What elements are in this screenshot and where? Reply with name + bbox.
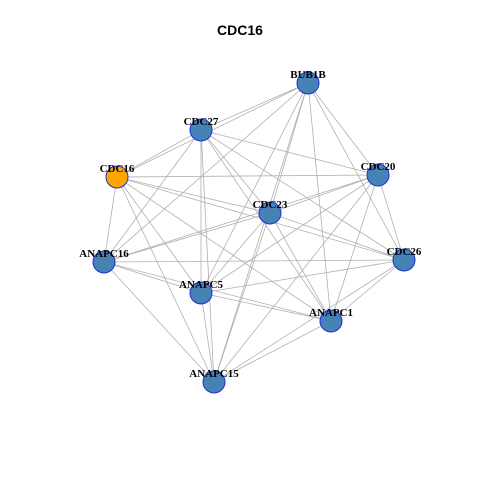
node-circle-anapc15: [202, 370, 226, 394]
edge-bub1b-anapc5: [200, 82, 309, 294]
node-cdc23: CDC23: [253, 199, 288, 225]
edge-cdc27-cdc26: [200, 129, 405, 261]
node-circle-bub1b: [296, 71, 320, 95]
node-label-anapc16: ANAPC16: [79, 248, 129, 260]
node-anapc5: ANAPC5: [179, 279, 223, 305]
edge-anapc1-anapc15: [213, 320, 332, 383]
node-circle-cdc16: [105, 165, 129, 189]
edge-anapc16-anapc5: [103, 261, 202, 294]
edge-cdc20-cdc26: [377, 174, 405, 261]
graph-title: CDC16: [217, 22, 263, 38]
edge-bub1b-cdc20: [307, 82, 379, 176]
node-circle-anapc1: [319, 309, 343, 333]
edge-anapc16-anapc1: [103, 261, 332, 322]
node-label-cdc26: CDC26: [387, 246, 422, 258]
edge-cdc27-cdc23: [200, 129, 271, 214]
node-anapc16: ANAPC16: [79, 248, 129, 274]
edge-cdc27-anapc15: [200, 129, 215, 383]
edge-cdc27-anapc16: [103, 129, 202, 263]
edge-anapc5-anapc15: [200, 292, 215, 383]
edge-layer: [103, 82, 405, 383]
edge-anapc16-anapc15: [103, 261, 215, 383]
edge-anapc5-anapc1: [200, 292, 332, 322]
edge-cdc16-anapc16: [103, 176, 118, 263]
edge-cdc23-anapc16: [103, 212, 271, 263]
edge-bub1b-anapc1: [307, 82, 332, 322]
node-label-cdc20: CDC20: [361, 161, 396, 173]
edge-cdc27-cdc20: [200, 129, 379, 176]
edge-bub1b-cdc26: [307, 82, 405, 261]
edge-cdc20-anapc1: [330, 174, 379, 322]
node-label-bub1b: BUB1B: [290, 69, 326, 81]
node-label-cdc16: CDC16: [100, 163, 135, 175]
node-label-anapc1: ANAPC1: [309, 307, 353, 319]
node-circle-cdc27: [189, 118, 213, 142]
edge-cdc16-anapc5: [116, 176, 202, 294]
edge-cdc16-cdc23: [116, 176, 271, 214]
edge-cdc20-anapc16: [103, 174, 379, 263]
node-anapc15: ANAPC15: [189, 368, 239, 394]
edge-bub1b-anapc15: [213, 82, 309, 383]
node-circle-cdc26: [392, 248, 416, 272]
node-bub1b: BUB1B: [290, 69, 326, 95]
edge-anapc16-cdc26: [103, 259, 405, 263]
edge-cdc23-cdc26: [269, 212, 405, 261]
edge-bub1b-cdc23: [269, 82, 309, 214]
node-circle-anapc5: [189, 281, 213, 305]
node-cdc26: CDC26: [387, 246, 422, 272]
node-circle-anapc16: [92, 250, 116, 274]
node-cdc20: CDC20: [361, 161, 396, 187]
edge-cdc20-anapc5: [200, 174, 379, 294]
node-cdc16: CDC16: [100, 163, 135, 189]
node-label-cdc23: CDC23: [253, 199, 288, 211]
edge-cdc23-anapc5: [200, 212, 271, 294]
edge-cdc26-anapc1: [330, 259, 405, 322]
edge-cdc23-anapc1: [269, 212, 332, 322]
edge-cdc27-cdc16: [116, 129, 202, 178]
edge-bub1b-cdc27: [200, 82, 309, 131]
edge-cdc20-cdc23: [269, 174, 379, 214]
node-anapc1: ANAPC1: [309, 307, 353, 333]
node-label-cdc27: CDC27: [184, 116, 219, 128]
edge-cdc26-anapc5: [200, 259, 405, 294]
edge-cdc26-anapc15: [213, 259, 405, 383]
node-circle-cdc20: [366, 163, 390, 187]
node-cdc27: CDC27: [184, 116, 219, 142]
edge-cdc16-cdc20: [116, 174, 379, 178]
node-circle-cdc23: [258, 201, 282, 225]
edge-cdc20-anapc15: [213, 174, 379, 383]
node-label-anapc5: ANAPC5: [179, 279, 223, 291]
edge-bub1b-anapc16: [103, 82, 309, 263]
edge-cdc16-anapc15: [116, 176, 215, 383]
edge-cdc16-anapc1: [116, 176, 332, 322]
node-label-anapc15: ANAPC15: [189, 368, 239, 380]
